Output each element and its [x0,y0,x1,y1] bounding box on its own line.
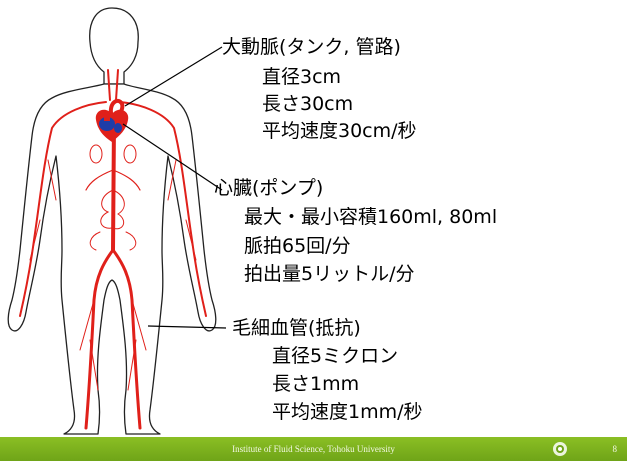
aorta-velocity: 平均速度30cm/秒 [262,120,417,143]
capillary-velocity: 平均速度1mm/秒 [272,401,423,424]
capillary-diameter: 直径5ミクロン [272,345,398,368]
capillary-length: 長さ1mm [272,373,359,396]
heart-pulse: 脈拍65回/分 [244,235,351,258]
institute-logo-icon [551,440,569,458]
capillary-title: 毛細血管(抵抗) [232,317,361,340]
heart-output: 拍出量5リットル/分 [244,263,415,286]
aorta-length: 長さ30cm [262,93,353,116]
aorta-title: 大動脈(タンク, 管路) [222,36,401,59]
heart-volume: 最大・最小容積160ml, 80ml [244,206,497,229]
footer-institution: Institute of Fluid Science, Tohoku Unive… [0,437,627,461]
heart-title: 心臓(ポンプ) [214,177,323,200]
aorta-diameter: 直径3cm [262,66,341,89]
page-number: 8 [613,437,618,461]
footer-bar: Institute of Fluid Science, Tohoku Unive… [0,437,627,461]
